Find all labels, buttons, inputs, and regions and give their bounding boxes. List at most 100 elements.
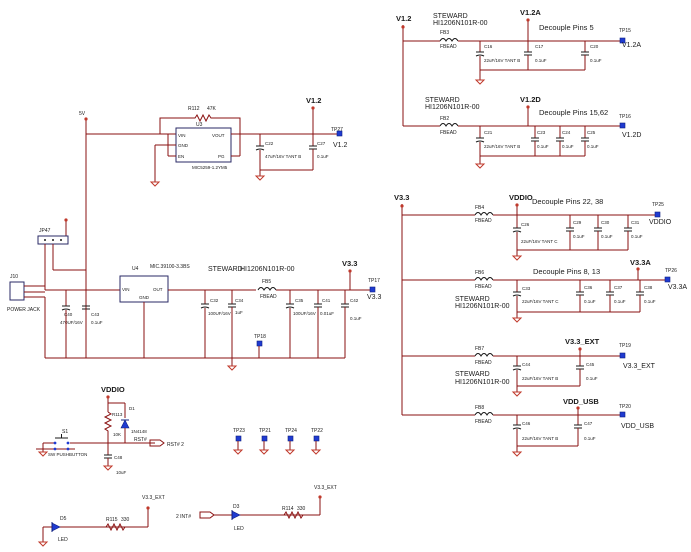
jp47-ref: JP47 [39, 228, 51, 234]
u3-pin-en: EN [178, 154, 184, 159]
u3-pin-pg: PG [218, 154, 225, 159]
c24-cap [556, 137, 564, 142]
c23-cap [531, 137, 539, 142]
c37-value: 0.1uF [614, 299, 626, 304]
fb3-part: HI1206N101R-00 [433, 20, 488, 27]
tp23-ref: TP23 [233, 428, 245, 434]
c45-value: 0.1uF [586, 376, 598, 381]
testpoint-row: TP23 TP21 TP24 TP22 [232, 428, 323, 455]
c48-ref: C48 [114, 455, 123, 460]
c42-value: 0.1uF [350, 316, 362, 321]
fb6-part: HI1206N101R-00 [455, 303, 510, 310]
tp20-testpoint [619, 411, 626, 418]
s1-label: SW PUSHBUTTON [48, 452, 87, 457]
d5-ref: D5 [60, 516, 67, 522]
vddio-tp-label: VDDIO [649, 219, 672, 226]
tp15-testpoint [619, 37, 626, 44]
j10-label: POWER JACK [7, 307, 41, 313]
decouple-d: Decouple Pins 15,62 [539, 108, 608, 117]
r112-ref: R112 [188, 106, 200, 112]
u4-pin-vin: VIN [122, 287, 130, 292]
tp15-ref: TP15 [619, 28, 631, 34]
fb2-maker: STEWARD [425, 97, 460, 104]
fb3-maker: STEWARD [433, 13, 468, 20]
u3-pin-vin: VIN [178, 133, 186, 138]
tp22-testpoint [313, 435, 320, 442]
c32-ref: C32 [210, 298, 219, 303]
v12-tp-label: V1.2 [333, 142, 348, 149]
fb3-label: FBEAD [440, 44, 457, 50]
c44-ref: C44 [522, 362, 531, 367]
tp21-ref: TP21 [259, 428, 271, 434]
fb2-ref: FB2 [440, 116, 449, 122]
c21-value: 22uF/16V TANT B [484, 144, 520, 149]
net-v12-top: V1.2 [396, 14, 411, 23]
c47-ref: C47 [584, 421, 593, 426]
u4-pin-gnd: GND [139, 295, 150, 300]
tp27-testpoint [336, 130, 343, 137]
tp24-ref: TP24 [285, 428, 297, 434]
c34-ref: C34 [235, 298, 244, 303]
tp27-ref: TP27 [331, 127, 343, 133]
int-port: 2 INT# [176, 514, 191, 520]
c24-value: 0.1uF [562, 144, 574, 149]
u3-regulator-block: 5V R112 47K U3 VIN VOUT GND EN PG MIC525… [79, 96, 348, 340]
c40-value: 470UF/16V [60, 320, 83, 325]
tp22-ref: TP22 [311, 428, 323, 434]
c40-ref: C40 [64, 312, 73, 317]
c31-value: 0.1uF [631, 234, 643, 239]
c25-ref: C25 [587, 130, 596, 135]
v12-distribution: V1.2 STEWARD HI1206N101R-00 FB3 FBEAD V1… [396, 8, 641, 169]
r113-ref: R113 [112, 412, 123, 417]
c26-cap [512, 227, 522, 233]
tp25-ref: TP25 [652, 202, 664, 208]
c26-value: 22uF/16V TANT C [521, 239, 558, 244]
tp20-ref: TP20 [619, 404, 631, 410]
d3-led [231, 510, 241, 520]
c31-ref: C31 [631, 220, 640, 225]
c20-ref: C20 [590, 44, 599, 49]
u3-chip [175, 127, 232, 163]
fb8-label: FBEAD [475, 419, 492, 425]
s1-pushbutton [36, 434, 75, 451]
fb4-ferrite [474, 212, 494, 216]
c17-value: 0.1uF [535, 58, 547, 63]
fb2-ferrite [439, 123, 459, 127]
c17-ref: C17 [535, 44, 544, 49]
c20-value: 0.1uF [590, 58, 602, 63]
u3-pin-vout: VOUT [212, 133, 225, 138]
net-v12-reg: V1.2 [306, 96, 321, 105]
c46-ref: C46 [522, 421, 531, 426]
c16-value: 22uF/16V TANT B [484, 58, 520, 63]
u4-ref: U4 [132, 266, 139, 272]
r112-value: 47K [207, 106, 217, 112]
u4-part: MIC.39100-3.3BS [150, 264, 190, 270]
c33-ref: C33 [522, 286, 531, 291]
c43-value: 0.1uF [91, 320, 103, 325]
tp19-testpoint [619, 352, 626, 359]
c38-value: 0.1uF [644, 299, 656, 304]
tp26-ref: TP26 [665, 268, 677, 274]
net-v33a: V3.3A [630, 258, 651, 267]
c41-cap [314, 303, 322, 308]
c38-ref: C38 [644, 285, 653, 290]
fb8-ferrite [474, 412, 494, 416]
c22-value: 47uF/16V TANT B [265, 154, 301, 159]
u4-regulator-block: JP47 J10 POWER JACK U4 MIC.39100-3.3BS V… [7, 218, 382, 371]
c47-value: 0.1uF [584, 436, 596, 441]
c42-ref: C42 [350, 298, 359, 303]
reset-circuit: VDDIO R113 10K D1 1N4148 RST# RST# 2 S1 … [36, 385, 184, 475]
fb6-maker: STEWARD [455, 296, 490, 303]
tp16-testpoint [619, 122, 626, 129]
c27-value: 0.1uF [317, 154, 329, 159]
tp23-testpoint [235, 435, 242, 442]
net-vdd-usb: VDD_USB [563, 397, 599, 406]
c37-ref: C37 [614, 285, 623, 290]
v12d-tp-label: V1.2D [622, 132, 641, 139]
net-v12a: V1.2A [520, 8, 541, 17]
r114-value: 330 [297, 506, 306, 512]
c46-cap [512, 424, 522, 430]
c32-cap [200, 303, 210, 309]
r113-value: 10K [113, 432, 121, 437]
